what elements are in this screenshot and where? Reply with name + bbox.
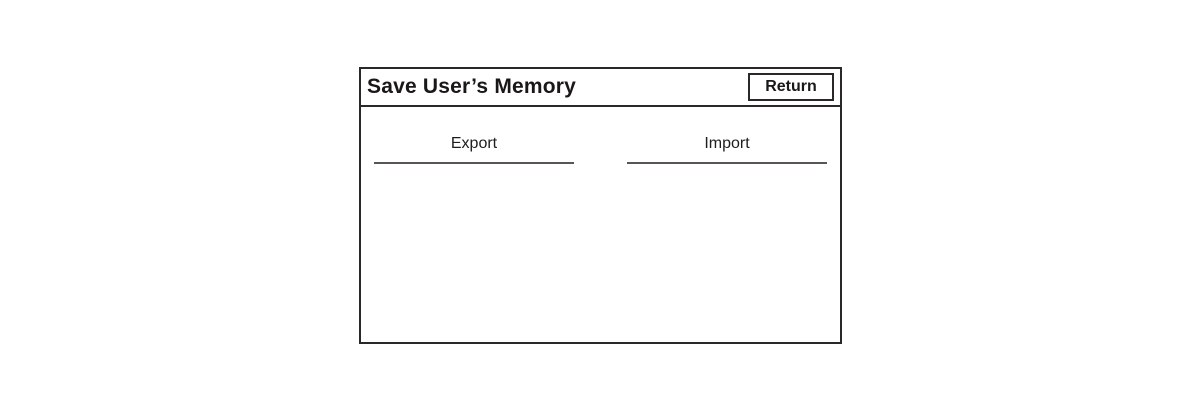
save-users-memory-dialog: Save User’s Memory Return Export Import [359, 67, 842, 344]
tab-export[interactable]: Export [374, 135, 574, 164]
dialog-body: Export Import [361, 107, 840, 164]
page-title: Save User’s Memory [367, 75, 577, 98]
dialog-header: Save User’s Memory Return [361, 69, 840, 107]
return-button[interactable]: Return [748, 73, 834, 101]
tab-import-label: Import [704, 135, 750, 152]
tab-import-underline [627, 162, 827, 164]
tab-export-label: Export [450, 135, 498, 152]
tab-import[interactable]: Import [627, 135, 827, 164]
tab-export-underline [374, 162, 574, 164]
